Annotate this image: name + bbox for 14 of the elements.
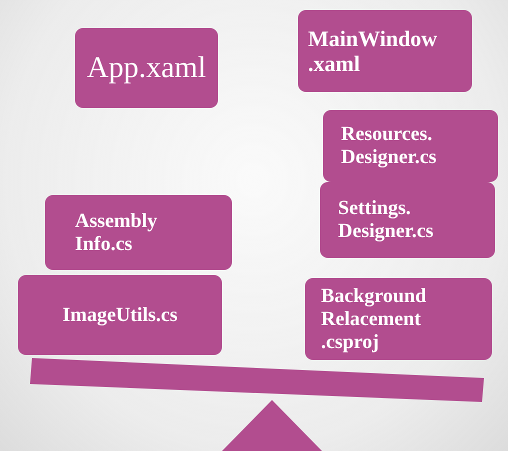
file-name: Background Relacement .csproj [321, 284, 428, 354]
file-name: Resources. Designer.cs [341, 123, 438, 169]
file-box [320, 182, 495, 258]
file-box [323, 110, 498, 182]
file-name: MainWindow .xaml [308, 26, 438, 76]
file-box [298, 10, 472, 92]
file-name: App.xaml [86, 50, 206, 86]
file-box [305, 278, 492, 360]
file-box [18, 275, 222, 355]
file-name: Settings. Designer.cs [338, 197, 434, 243]
file-box [45, 195, 232, 270]
file-name: ImageUtils.cs [62, 304, 178, 326]
file-name: Assembly Info.cs [75, 210, 158, 256]
file-box [75, 28, 218, 108]
